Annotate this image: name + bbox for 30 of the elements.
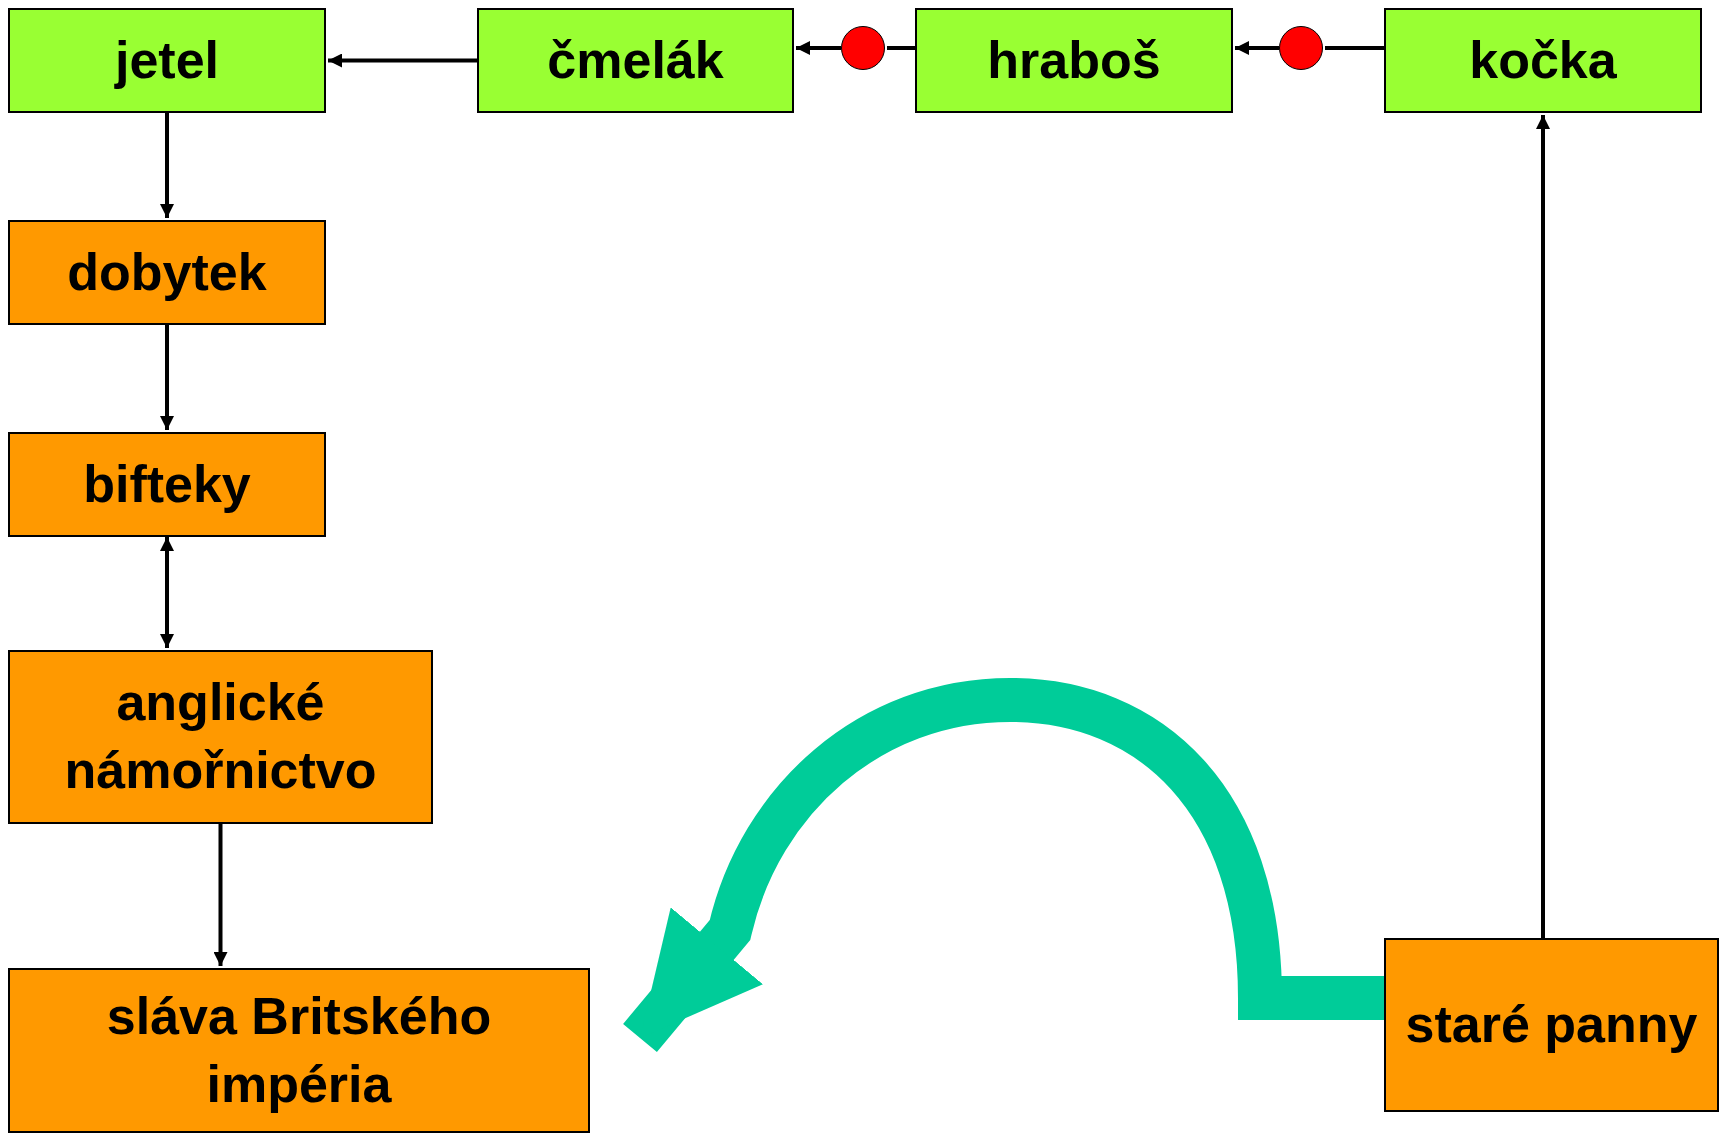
arrow — [160, 325, 174, 430]
arrow — [328, 53, 477, 68]
dot-marker — [841, 26, 885, 70]
connector-line — [1325, 46, 1384, 50]
arrow — [160, 113, 174, 218]
node-box — [915, 8, 1233, 113]
arrow — [213, 824, 228, 966]
node-label: čmelák — [546, 29, 725, 91]
node-label: jetel — [113, 29, 221, 91]
arrow — [160, 537, 174, 648]
arrow — [1235, 41, 1279, 55]
node-box — [477, 8, 794, 113]
node-box — [1384, 8, 1702, 113]
node-label: kočka — [1468, 29, 1618, 91]
dot-marker — [1279, 26, 1323, 70]
node-box — [8, 650, 433, 824]
node-label: bifteky — [82, 453, 252, 515]
node-box — [8, 220, 326, 325]
node-box — [8, 8, 326, 113]
node-box — [8, 432, 326, 537]
node-box — [8, 968, 590, 1133]
arrow — [796, 41, 841, 55]
arrow — [1536, 115, 1550, 938]
node-label: staré panny — [1404, 994, 1699, 1056]
node-box — [1384, 938, 1719, 1112]
node-label: hraboš — [986, 29, 1162, 91]
node-label: sláva Britského impéria — [105, 985, 493, 1115]
connector-line — [887, 46, 915, 50]
node-label: anglické námořnictvo — [63, 672, 378, 801]
node-label: dobytek — [66, 241, 268, 303]
